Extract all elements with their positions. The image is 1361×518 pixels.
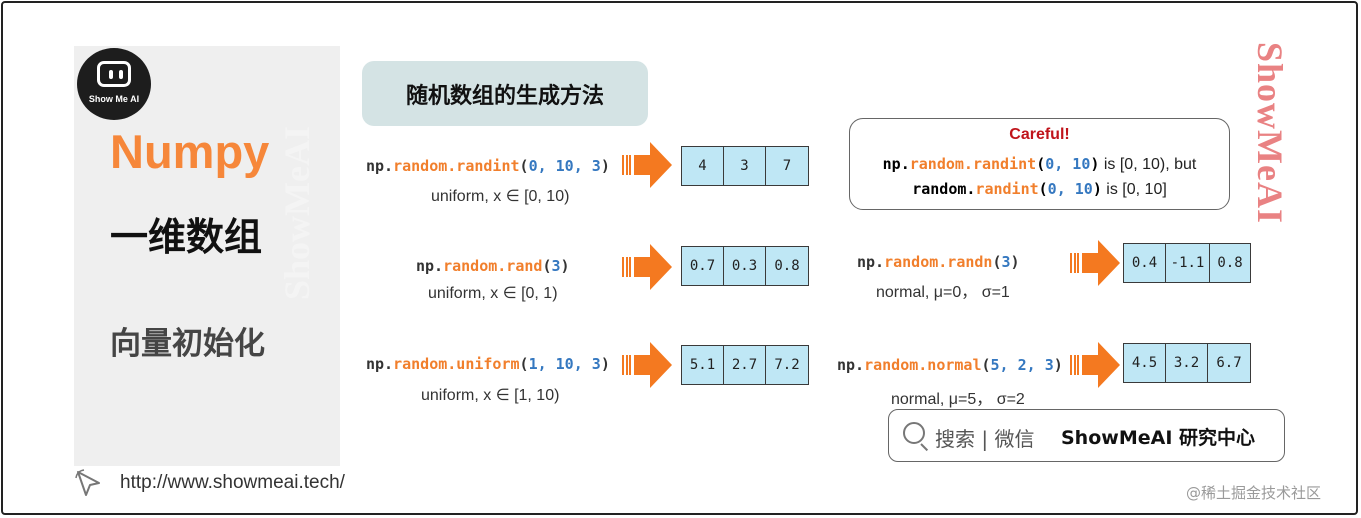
website-link[interactable]: http://www.showmeai.tech/ xyxy=(120,472,345,493)
section-header: 随机数组的生成方法 xyxy=(362,61,648,126)
caption-randn: normal, μ=0， σ=1 xyxy=(876,284,1010,301)
arrow-right-icon xyxy=(622,342,672,388)
arrow-right-icon xyxy=(622,142,672,188)
watermark-right: ShowMeAI xyxy=(1250,42,1290,225)
arrow-right-icon xyxy=(1070,342,1120,388)
cursor-pointer-icon xyxy=(75,469,100,496)
watermark-vertical: ShowMeAI xyxy=(277,125,317,300)
code-randn: np.random.randn(3) xyxy=(857,253,1020,271)
wechat-search-box: 搜索 | 微信 ShowMeAI 研究中心 xyxy=(888,409,1285,462)
caption-normal: normal, μ=5， σ=2 xyxy=(891,391,1025,408)
arrow-right-icon xyxy=(622,244,672,290)
array-cell: 7.2 xyxy=(774,357,800,373)
code-uniform: np.random.uniform(1, 10, 3) xyxy=(366,355,610,373)
array-cell: 3 xyxy=(724,147,766,185)
search-icon xyxy=(903,422,925,444)
array-cell: 0.8 xyxy=(774,258,800,274)
array-cell: 0.8 xyxy=(1217,255,1243,271)
robot-face-icon xyxy=(97,61,131,87)
credit-text: @稀土掘金技术社区 xyxy=(1186,484,1322,502)
careful-title: Careful! xyxy=(1009,126,1070,143)
array-randint: 4 3 7 xyxy=(681,146,809,186)
array-cell: 0.4 xyxy=(1124,244,1166,282)
code-normal: np.random.normal(5, 2, 3) xyxy=(837,356,1063,374)
careful-line-2: random.randint(0, 10) is [0, 10] xyxy=(912,180,1167,198)
careful-line-1: np.random.randint(0, 10) is [0, 10), but xyxy=(882,155,1197,173)
search-prefix: 搜索 | 微信 xyxy=(935,427,1035,451)
code-randint: np.random.randint(0, 10, 3) xyxy=(366,157,610,175)
array-cell: 4 xyxy=(682,147,724,185)
array-cell: 5.1 xyxy=(682,346,724,384)
page-title: 一维数组 xyxy=(110,215,263,259)
array-uniform: 5.1 2.7 7.2 xyxy=(681,345,809,385)
showmeai-logo: Show Me AI xyxy=(77,48,151,120)
search-brand: ShowMeAI 研究中心 xyxy=(1061,427,1255,449)
array-rand: 0.7 0.3 0.8 xyxy=(681,246,809,286)
array-cell: 7 xyxy=(782,158,792,174)
array-normal: 4.5 3.2 6.7 xyxy=(1123,343,1251,383)
caption-uniform: uniform, x ∈ [1, 10) xyxy=(421,387,560,404)
array-cell: 0.3 xyxy=(724,247,766,285)
page-subtitle: 向量初始化 xyxy=(110,326,265,362)
array-cell: 6.7 xyxy=(1216,355,1242,371)
caption-rand: uniform, x ∈ [0, 1) xyxy=(428,285,558,302)
array-cell: 2.7 xyxy=(724,346,766,384)
array-cell: 0.7 xyxy=(682,247,724,285)
array-randn: 0.4 -1.1 0.8 xyxy=(1123,243,1251,283)
logo-text: Show Me AI xyxy=(88,94,140,104)
array-cell: 4.5 xyxy=(1124,344,1166,382)
numpy-title: Numpy xyxy=(110,125,270,178)
code-rand: np.random.rand(3) xyxy=(416,257,570,275)
array-cell: -1.1 xyxy=(1166,244,1210,282)
careful-note: Careful! np.random.randint(0, 10) is [0,… xyxy=(849,118,1230,210)
caption-randint: uniform, x ∈ [0, 10) xyxy=(431,188,570,205)
array-cell: 3.2 xyxy=(1166,344,1208,382)
arrow-right-icon xyxy=(1070,240,1120,286)
